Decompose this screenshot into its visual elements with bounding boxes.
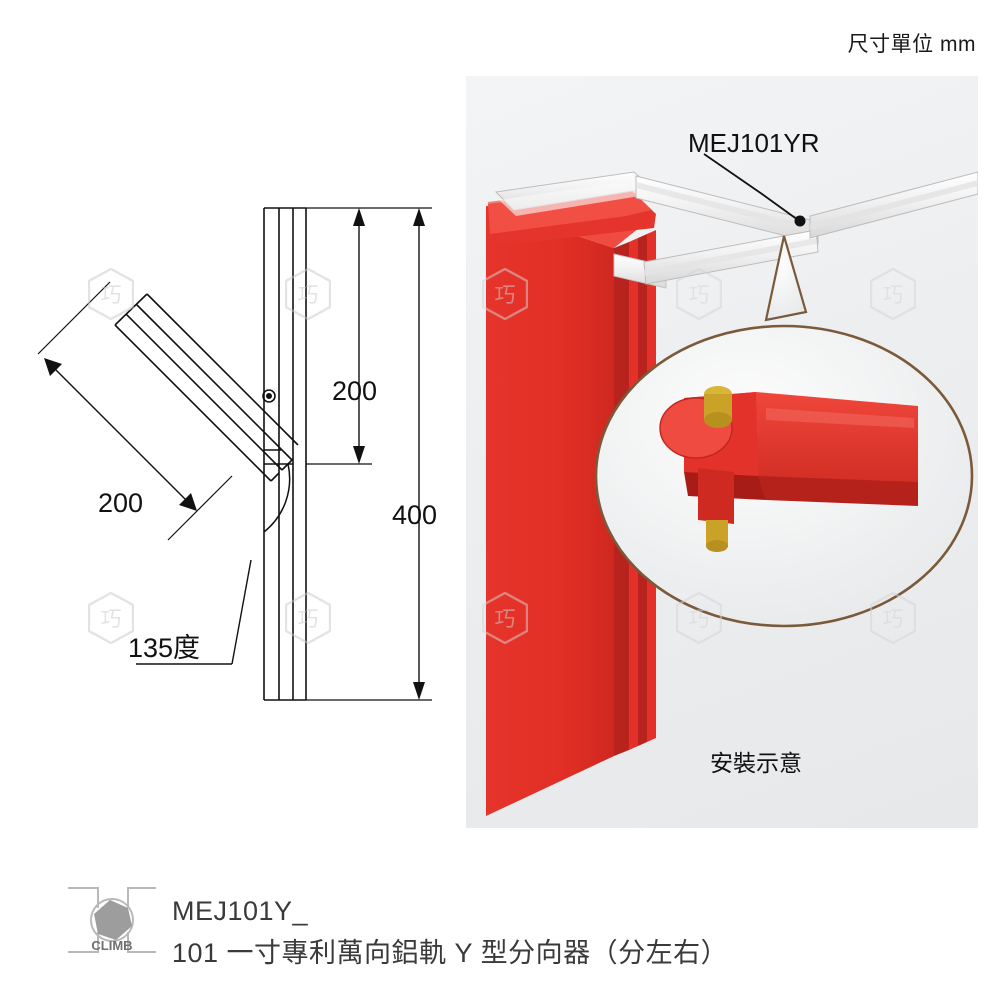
- photo-caption: 安裝示意: [710, 750, 802, 776]
- dimension-arrowheads: [44, 208, 425, 700]
- dimension-200-vertical: 200: [332, 376, 378, 406]
- climb-logo: CLIMB: [58, 874, 166, 966]
- dimension-400-total: 400: [392, 500, 438, 530]
- unit-note: 尺寸單位 mm: [847, 33, 976, 56]
- aluminium-rails: [494, 171, 978, 289]
- installation-photo-panel: MEJ101YR 安裝示意: [466, 76, 978, 828]
- label-leader-line: [703, 153, 806, 227]
- technical-drawing: 200 400 200 135度: [0, 60, 466, 840]
- dimension-135-angle: 135度: [128, 633, 201, 663]
- logo-text: CLIMB: [91, 938, 132, 953]
- dimension-200-diagonal: 200: [98, 488, 144, 518]
- technical-drawing-svg: [37, 207, 432, 701]
- product-description: 101 一寸專利萬向鋁軌 Y 型分向器（分左右）: [172, 938, 729, 968]
- part-label-mej101yr: MEJ101YR: [688, 128, 820, 158]
- footer: CLIMB MEJ101Y_ 101 一寸專利萬向鋁軌 Y 型分向器（分左右）: [0, 860, 1000, 1000]
- footer-text: MEJ101Y_ 101 一寸專利萬向鋁軌 Y 型分向器（分左右）: [172, 890, 728, 974]
- installation-photo-svg: [486, 153, 978, 816]
- product-code: MEJ101Y_: [172, 896, 309, 926]
- connector-part-detail: [659, 386, 918, 552]
